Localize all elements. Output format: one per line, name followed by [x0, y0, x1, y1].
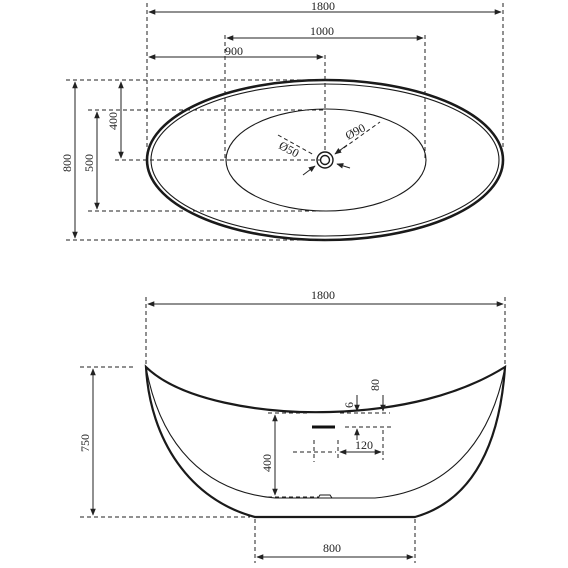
dim-label-1000: 1000 — [310, 24, 334, 38]
tub-inner-wall — [145, 366, 506, 499]
side-view: 1800 750 400 6 80 120 800 — [78, 288, 507, 563]
drain-outlet-icon — [317, 494, 333, 499]
drain-icon — [277, 121, 381, 176]
dim-label-500: 500 — [82, 154, 96, 172]
dim-label-6: 6 — [342, 402, 356, 408]
dim-label-800-width: 800 — [60, 154, 74, 172]
dim-label-900: 900 — [225, 44, 243, 58]
dim-label-750: 750 — [78, 434, 92, 452]
dim-label-120: 120 — [355, 438, 373, 452]
dim-label-1800-top: 1800 — [311, 0, 335, 13]
overflow-diameter-label: Ø90 — [343, 121, 368, 143]
dim-label-1800-side: 1800 — [311, 288, 335, 302]
dim-label-400-side: 400 — [260, 454, 274, 472]
drain-diameter-label: Ø50 — [277, 138, 302, 160]
tub-basin — [225, 108, 427, 212]
dim-label-80: 80 — [368, 379, 382, 391]
top-view: Ø50 Ø90 1800 1000 900 800 500 400 — [60, 0, 505, 242]
dim-label-400-top: 400 — [106, 112, 120, 130]
dim-label-800-base: 800 — [323, 541, 341, 555]
